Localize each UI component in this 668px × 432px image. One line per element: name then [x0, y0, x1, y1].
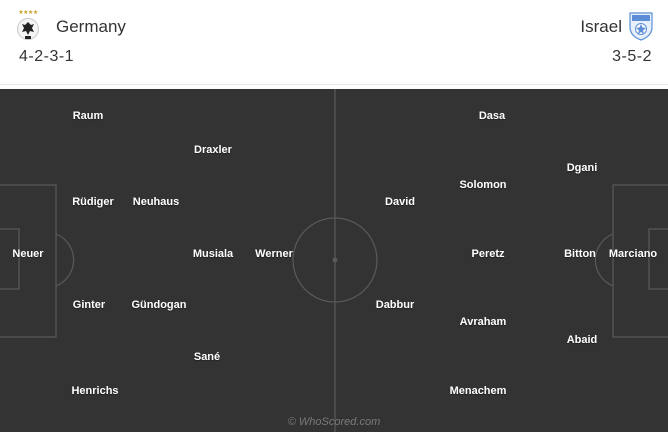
- player-sane[interactable]: Sané: [193, 351, 221, 363]
- player-menachem[interactable]: Menachem: [449, 385, 507, 397]
- player-raum[interactable]: Raum: [72, 110, 104, 122]
- pitch-markings: [0, 89, 668, 432]
- player-ginter[interactable]: Ginter: [72, 299, 106, 311]
- championship-stars: ★★★★: [18, 10, 38, 16]
- player-gundogan[interactable]: Gündogan: [131, 299, 187, 311]
- player-peretz[interactable]: Peretz: [471, 248, 505, 260]
- player-dabbur[interactable]: Dabbur: [375, 299, 415, 311]
- israel-crest-icon: [628, 11, 654, 41]
- pitch: Neuer Raum Rüdiger Ginter Henrichs Neuha…: [0, 89, 668, 432]
- player-marciano[interactable]: Marciano: [608, 248, 658, 260]
- player-rudiger[interactable]: Rüdiger: [72, 196, 114, 208]
- home-formation: 4-2-3-1: [19, 48, 75, 65]
- player-abaid[interactable]: Abaid: [566, 334, 598, 346]
- player-david[interactable]: David: [385, 196, 415, 208]
- player-bitton[interactable]: Bitton: [564, 248, 596, 260]
- player-draxler[interactable]: Draxler: [194, 144, 232, 156]
- player-musiala[interactable]: Musiala: [192, 248, 234, 260]
- player-avraham[interactable]: Avraham: [459, 316, 507, 328]
- player-dasa[interactable]: Dasa: [478, 110, 506, 122]
- away-formation: 3-5-2: [612, 48, 652, 65]
- away-team-name: Israel: [580, 17, 622, 36]
- player-werner[interactable]: Werner: [255, 248, 293, 260]
- player-dgani[interactable]: Dgani: [566, 162, 598, 174]
- germany-crest-icon: ★★★★: [16, 10, 40, 44]
- match-header: ★★★★ Germany 4-2-3-1 Israel 3-5-2: [0, 0, 668, 85]
- player-solomon[interactable]: Solomon: [459, 179, 507, 191]
- player-neuer[interactable]: Neuer: [12, 248, 44, 260]
- player-henrichs[interactable]: Henrichs: [71, 385, 119, 397]
- home-team-name: Germany: [56, 17, 126, 36]
- whoscored-watermark: © WhoScored.com: [287, 416, 381, 428]
- player-neuhaus[interactable]: Neuhaus: [132, 196, 180, 208]
